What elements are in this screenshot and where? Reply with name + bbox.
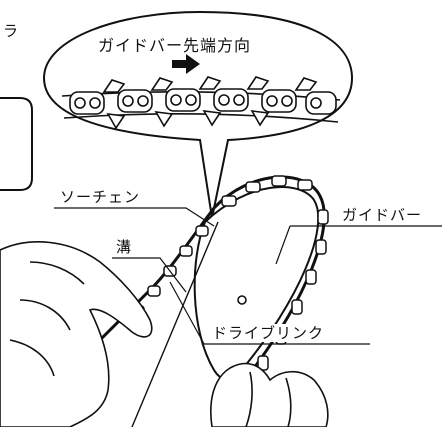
leader-lines (54, 207, 442, 345)
cutter-teeth (102, 76, 318, 130)
groove-label: 溝 (114, 238, 135, 256)
guide-bar-label: ガイドバー (340, 206, 425, 224)
saw-chain-label: ソーチェン (58, 188, 143, 206)
chain-links (69, 88, 337, 115)
callout-chain (61, 76, 341, 130)
bar-rivet (237, 295, 247, 305)
callout-title: ガイドバー先端方向 (98, 36, 252, 55)
corner-text: ラ (3, 22, 19, 40)
guide-bar (193, 186, 320, 381)
right-hand (210, 362, 329, 427)
callout-balloon (42, 10, 354, 219)
right-arrow-icon (172, 54, 200, 74)
groove-line (131, 221, 219, 427)
drive-link-label: ドライブリンク (210, 324, 327, 342)
note-box (0, 97, 33, 191)
left-hand (0, 241, 153, 427)
